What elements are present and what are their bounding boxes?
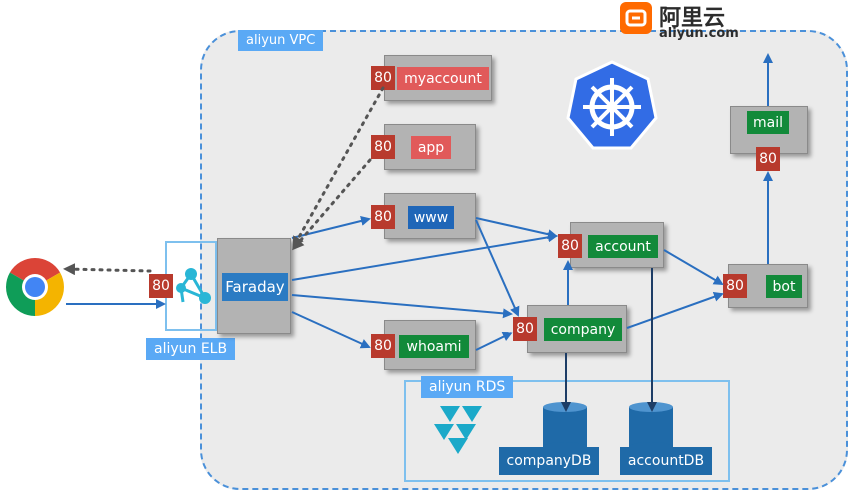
edge-faraday-whoami — [291, 311, 371, 349]
edge-app-faraday — [292, 158, 372, 251]
mail-label: mail — [747, 111, 789, 134]
rds-label: aliyun RDS — [421, 376, 514, 398]
myaccount-label: myaccount — [397, 67, 489, 90]
brand-name: 阿里云 — [659, 6, 726, 31]
bot-label: bot — [766, 275, 802, 298]
edge-www-company — [475, 219, 520, 317]
elb-port: 80 — [149, 274, 173, 298]
account-label: account — [588, 235, 658, 258]
myaccount-port: 80 — [371, 66, 395, 90]
edge-faraday-company — [291, 294, 513, 319]
edge-myaccount-faraday — [292, 86, 385, 249]
elb-label: aliyun ELB — [146, 338, 236, 360]
whoami-port: 80 — [371, 334, 395, 358]
app-port: 80 — [371, 135, 395, 159]
whoami-label: whoami — [399, 335, 469, 358]
www-port: 80 — [371, 205, 395, 229]
edge-account-bot — [663, 249, 724, 286]
www-label: www — [408, 206, 454, 229]
edge-faraday-account — [291, 232, 558, 281]
edge-company-bot — [626, 291, 724, 329]
app-label: app — [411, 136, 451, 159]
company-port: 80 — [513, 317, 537, 341]
kubernetes-icon — [566, 60, 658, 150]
account-db-label: accountDB — [620, 447, 712, 475]
company-label: company — [544, 318, 622, 341]
brand-url: aliyun.com — [659, 26, 739, 41]
rds-icon — [430, 404, 490, 456]
elb-icon — [169, 264, 217, 308]
chrome-icon[interactable] — [4, 256, 66, 318]
bot-port: 80 — [723, 274, 747, 298]
edge-www-account — [475, 217, 558, 240]
edge-whoami-company — [475, 331, 513, 351]
mail-port: 80 — [756, 147, 780, 171]
vpc-label: aliyun VPC — [238, 30, 324, 51]
faraday-label: Faraday — [222, 273, 288, 301]
edge-elb-browser-return — [63, 263, 152, 276]
aliyun-logo-icon — [620, 2, 652, 34]
account-port: 80 — [558, 234, 582, 258]
company-db-label: companyDB — [499, 447, 599, 475]
